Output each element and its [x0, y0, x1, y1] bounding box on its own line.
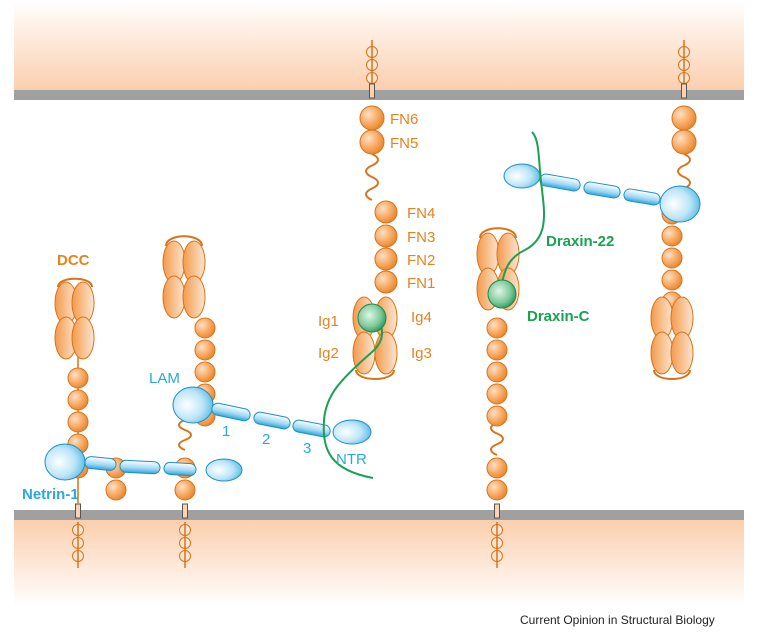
netrin1-lower-lam-domain: [44, 443, 86, 481]
draxin-chain-left: [322, 309, 384, 479]
dcc2-ig-lobe-right-bottom: [182, 275, 206, 319]
dcc5-fn6-domain: [671, 105, 697, 131]
dcc1-fn-ball-3: [67, 411, 89, 433]
dcc-label: DCC: [57, 252, 90, 269]
dcc1-ig-lobe-right-bottom: [71, 316, 95, 360]
dcc5-fn-ball-4: [661, 269, 683, 291]
dcc2-fn-ball-2: [194, 339, 216, 361]
dcc3-fn5-domain: [359, 129, 385, 155]
draxin-c-domain-right: [487, 279, 517, 309]
dcc4-fn-ball-1: [486, 317, 508, 339]
dcc1-fn-ball-2: [67, 389, 89, 411]
fn3-label: FN3: [407, 229, 435, 246]
netrin1-upper-lam-domain: [659, 185, 701, 223]
dcc4-fn-ball-7: [486, 479, 508, 501]
fn6-label: FN6: [390, 111, 418, 128]
netrin1-label: Netrin-1: [22, 486, 79, 503]
dcc1-transmembrane: [75, 503, 81, 519]
netrin1-middle-lam-domain: [172, 386, 214, 424]
ntr-label: NTR: [336, 451, 367, 468]
fn4-label: FN4: [407, 205, 435, 222]
dcc3-ig-hinge: [355, 369, 395, 380]
dcc1-ig-hinge: [57, 277, 93, 288]
dcc2-fn-ball-1: [194, 317, 216, 339]
dcc1-fn-ball-1: [67, 367, 89, 389]
bottom-cell-cytoplasm: [14, 520, 744, 606]
dcc4-fn-ball-5: [486, 405, 508, 427]
dcc5-fn5-domain: [671, 129, 697, 155]
netrin1-upper-egf1: [623, 188, 661, 206]
dcc5-fn-ball-3: [661, 247, 683, 269]
draxin-c-domain-left: [357, 303, 387, 333]
ig1-label: Ig1: [318, 313, 339, 330]
netrin1-middle-egf2: [253, 411, 291, 430]
netrin1-upper-egf2: [583, 181, 621, 199]
egf3-label: 3: [303, 440, 311, 457]
dcc2-ig-lobe-left-bottom: [162, 275, 186, 319]
dcc4-transmembrane: [494, 503, 500, 519]
netrin1-middle-egf3: [292, 419, 331, 438]
ig4-label: Ig4: [411, 309, 432, 326]
ig2-label: Ig2: [318, 345, 339, 362]
top-membrane: [14, 90, 744, 100]
bottom-membrane: [14, 510, 744, 520]
dcc3-fn1-domain: [374, 270, 398, 294]
netrin1-lower-ntr-domain: [205, 458, 243, 482]
dcc3-fn2-domain: [374, 247, 398, 271]
dcc5-ig-lobe-left-bottom: [650, 331, 674, 375]
dcc5-ig-hinge: [653, 369, 691, 380]
netrin1-upper-ntr-domain: [503, 163, 541, 189]
credit-text: Current Opinion in Structural Biology: [520, 613, 715, 627]
dcc4-fn-ball-6: [486, 457, 508, 479]
dcc1-fn-ball-7: [105, 479, 127, 501]
fn1-label: FN1: [407, 275, 435, 292]
lam-label: LAM: [149, 370, 180, 387]
ig3-label: Ig3: [411, 345, 432, 362]
netrin1-middle-ntr-domain: [332, 419, 372, 445]
dcc3-fn6-domain: [359, 105, 385, 131]
netrin1-lower-egf2: [119, 459, 161, 475]
dcc4-fn-ball-2: [486, 339, 508, 361]
dcc4-fn-ball-4: [486, 383, 508, 405]
egf2-label: 2: [262, 431, 270, 448]
netrin1-lower-egf3: [163, 461, 197, 477]
netrin1-lower-egf1: [84, 456, 117, 471]
draxin-chain-right: [499, 131, 546, 293]
egf1-label: 1: [222, 423, 230, 440]
dcc2-ig-hinge: [165, 235, 203, 247]
dcc2-fn-ball-7: [174, 479, 196, 501]
fn2-label: FN2: [407, 252, 435, 269]
dcc5-transmembrane: [681, 83, 687, 99]
draxin22-label: Draxin-22: [546, 233, 614, 250]
dcc5-fn-ball-2: [661, 225, 683, 247]
netrin1-middle-egf1: [211, 402, 251, 422]
dcc3-fn4-domain: [374, 200, 398, 224]
netrin1-upper-egf3: [539, 173, 581, 192]
dcc4-ig-hinge: [479, 227, 517, 239]
dcc3-fn3-domain: [374, 224, 398, 248]
draxinC-label: Draxin-C: [527, 308, 590, 325]
dcc3-transmembrane: [369, 83, 375, 99]
dcc5-ig-lobe-right-bottom: [670, 331, 694, 375]
fn5-label: FN5: [390, 135, 418, 152]
dcc4-fn-ball-3: [486, 361, 508, 383]
dcc3-linker: [365, 153, 379, 201]
top-cell-cytoplasm: [14, 0, 744, 90]
dcc2-fn-ball-3: [194, 361, 216, 383]
dcc3-ig3-lobe: [374, 331, 398, 375]
dcc2-transmembrane: [182, 503, 188, 519]
